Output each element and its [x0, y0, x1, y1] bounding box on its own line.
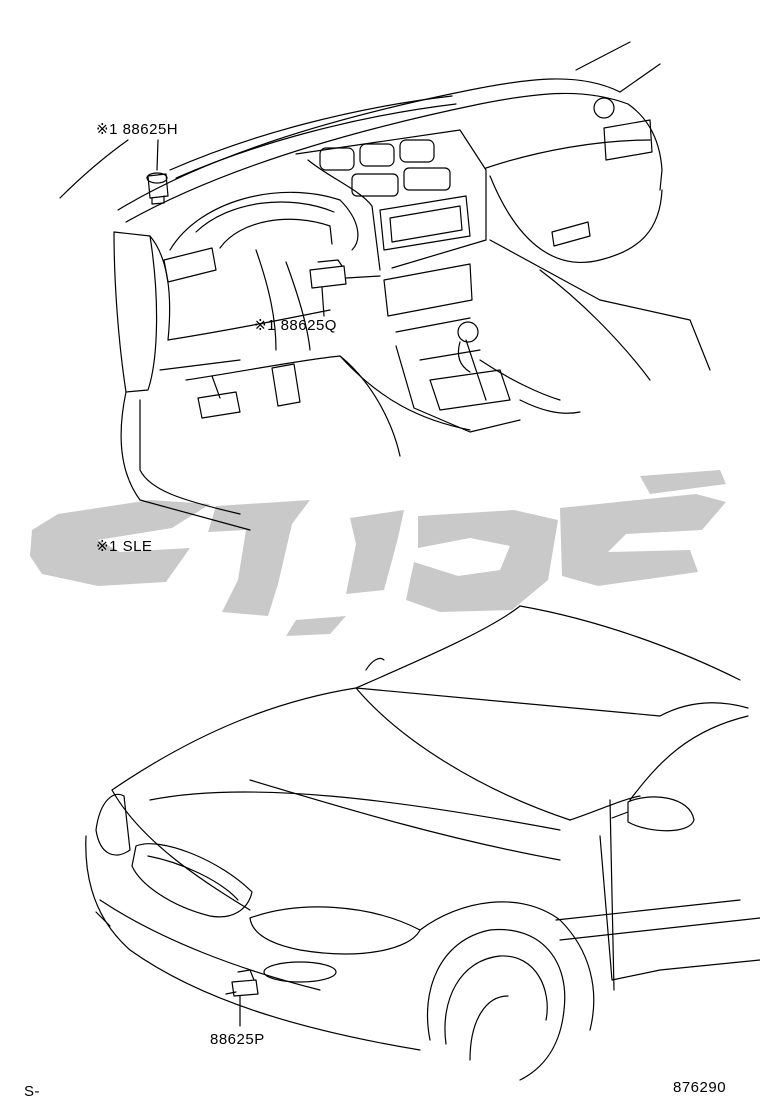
sensor-88625h-part	[146, 172, 169, 205]
sensor-88625q-part	[309, 259, 381, 289]
leader-88625q	[321, 287, 325, 317]
callout-note-sle: ※1 SLE	[96, 538, 153, 555]
car-front-line-art	[85, 605, 760, 1081]
callout-88625q: ※1 88625Q	[254, 317, 337, 334]
footer-prefix: S-	[24, 1083, 40, 1100]
callout-88625p: 88625P	[210, 1031, 265, 1048]
figure-number: 876290	[673, 1079, 727, 1096]
dashboard-line-art	[59, 41, 711, 531]
sensor-88625p-part	[225, 969, 259, 997]
watermark-logo	[30, 470, 726, 636]
leader-88625h	[156, 139, 159, 171]
callout-88625h: ※1 88625H	[96, 121, 179, 138]
